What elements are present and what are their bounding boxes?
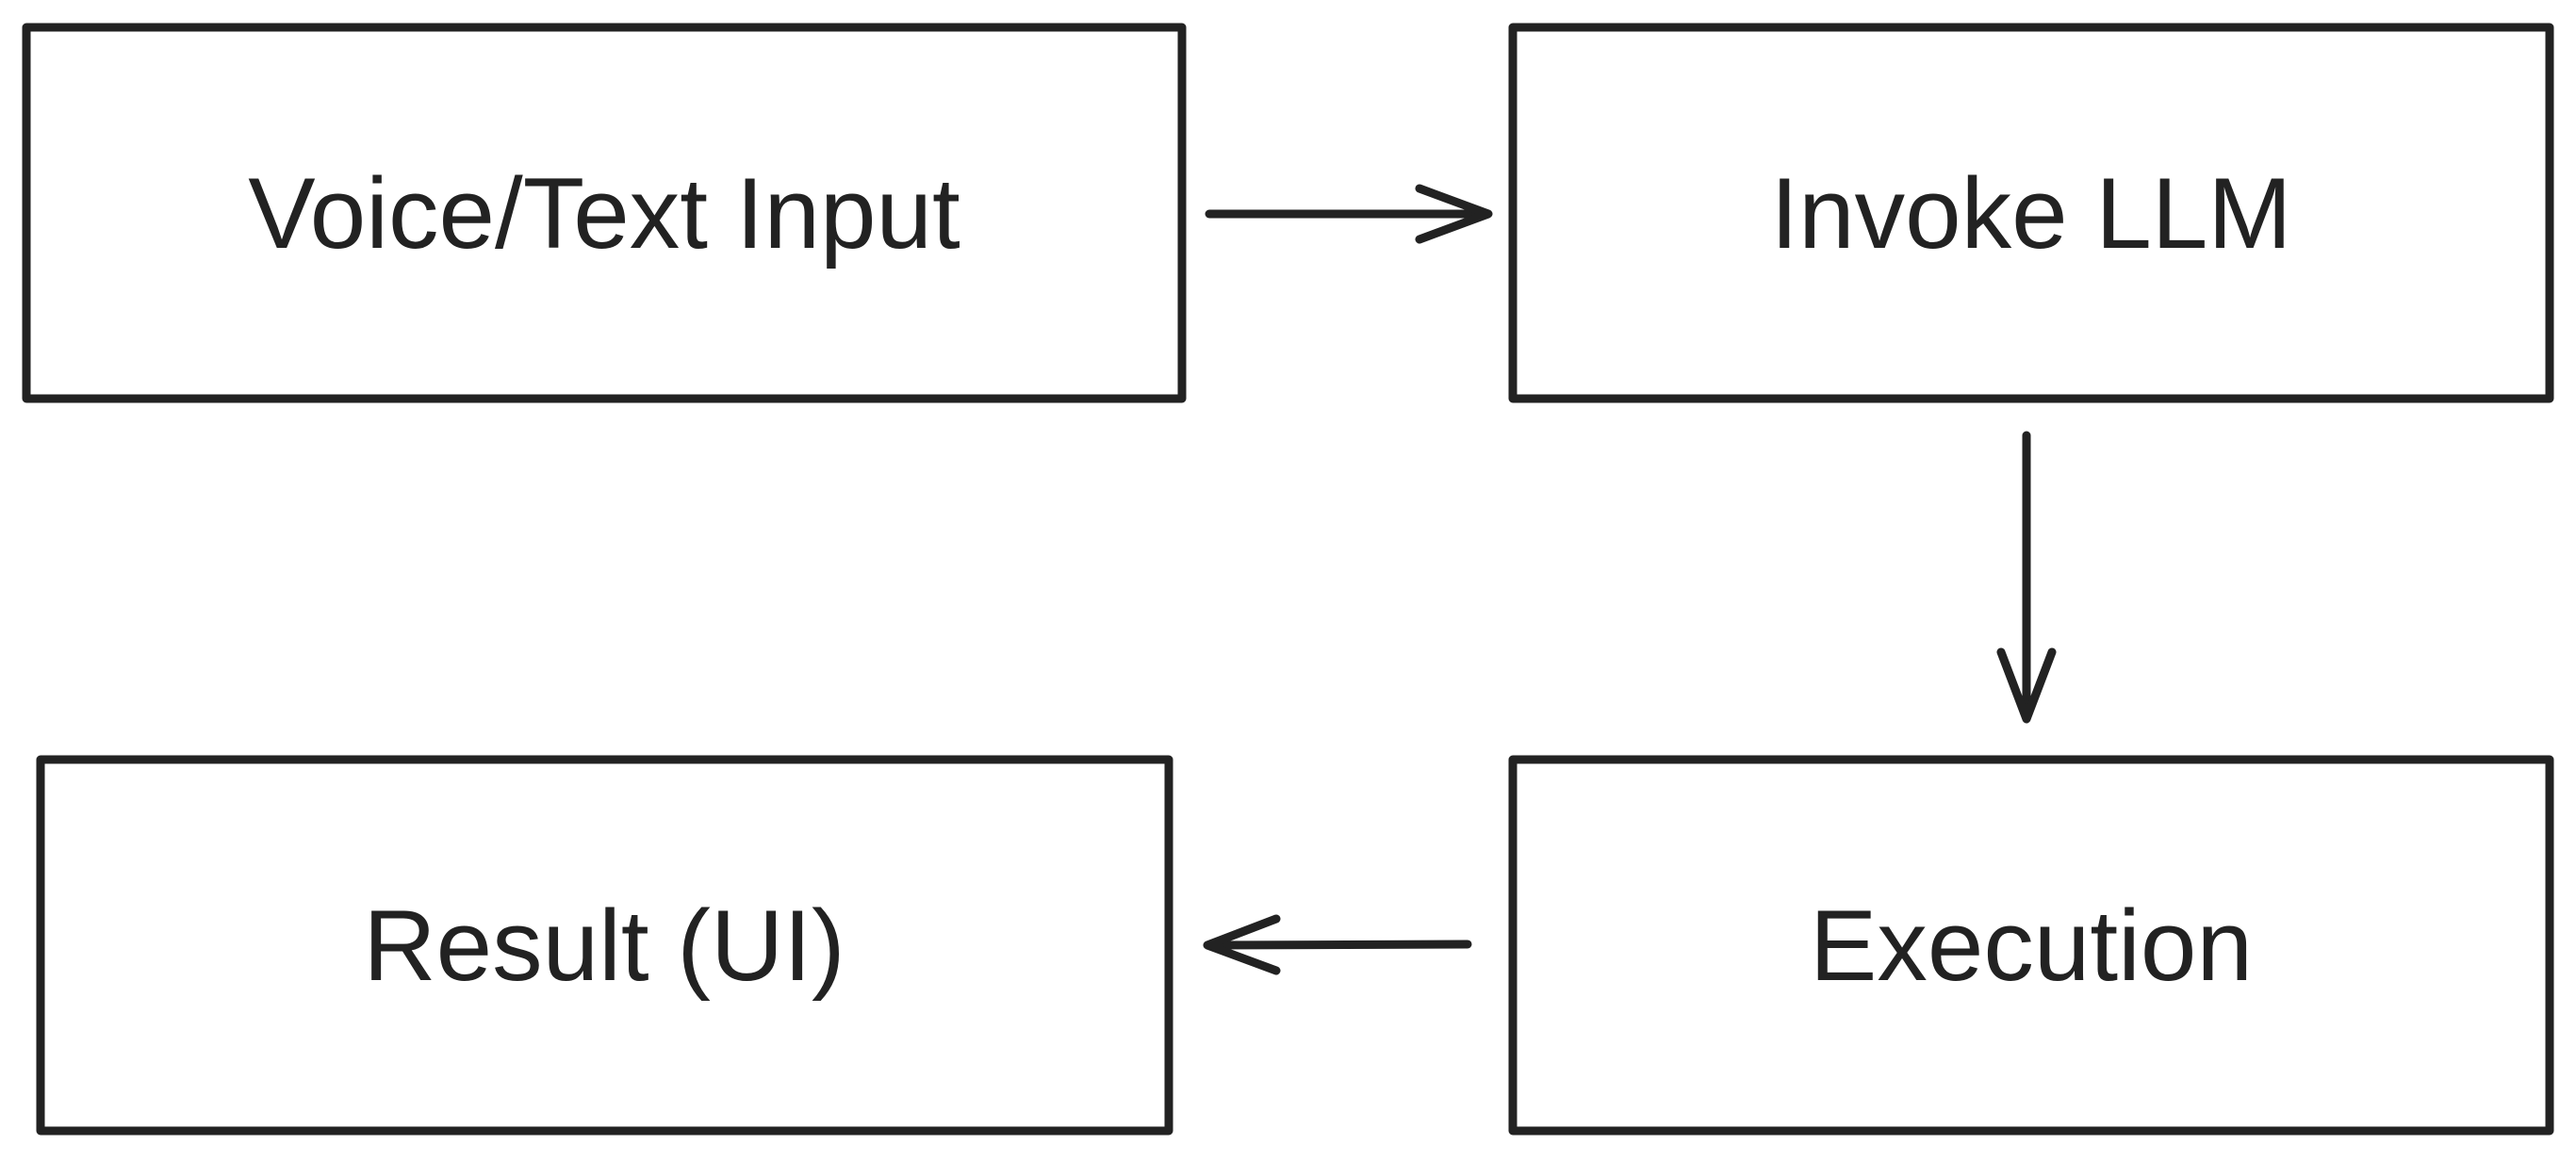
node-invoke-llm: Invoke LLM	[1508, 23, 2554, 403]
edge-execution-to-result-line	[1206, 940, 1472, 950]
node-result-ui-label: Result (UI)	[363, 889, 845, 1002]
edge-input-to-llm-arrowhead	[1415, 184, 1493, 244]
node-voice-text-input-box	[22, 23, 1187, 403]
node-execution: Execution	[1508, 755, 2554, 1136]
node-invoke-llm-box	[1508, 23, 2554, 403]
node-invoke-llm-label: Invoke LLM	[1770, 156, 2291, 270]
node-voice-text-input: Voice/Text Input	[22, 23, 1187, 403]
node-voice-text-input-label: Voice/Text Input	[248, 156, 960, 270]
edge-llm-to-execution	[1996, 431, 2057, 724]
edge-execution-to-result	[1203, 914, 1472, 975]
node-result-ui: Result (UI)	[36, 755, 1173, 1136]
edge-input-to-llm	[1205, 184, 1493, 244]
node-execution-label: Execution	[1810, 889, 2253, 1002]
node-result-ui-box	[36, 755, 1173, 1136]
edge-llm-to-execution-arrowhead	[1996, 647, 2057, 724]
edge-execution-to-result-arrowhead	[1203, 914, 1281, 975]
node-execution-box	[1508, 755, 2554, 1136]
